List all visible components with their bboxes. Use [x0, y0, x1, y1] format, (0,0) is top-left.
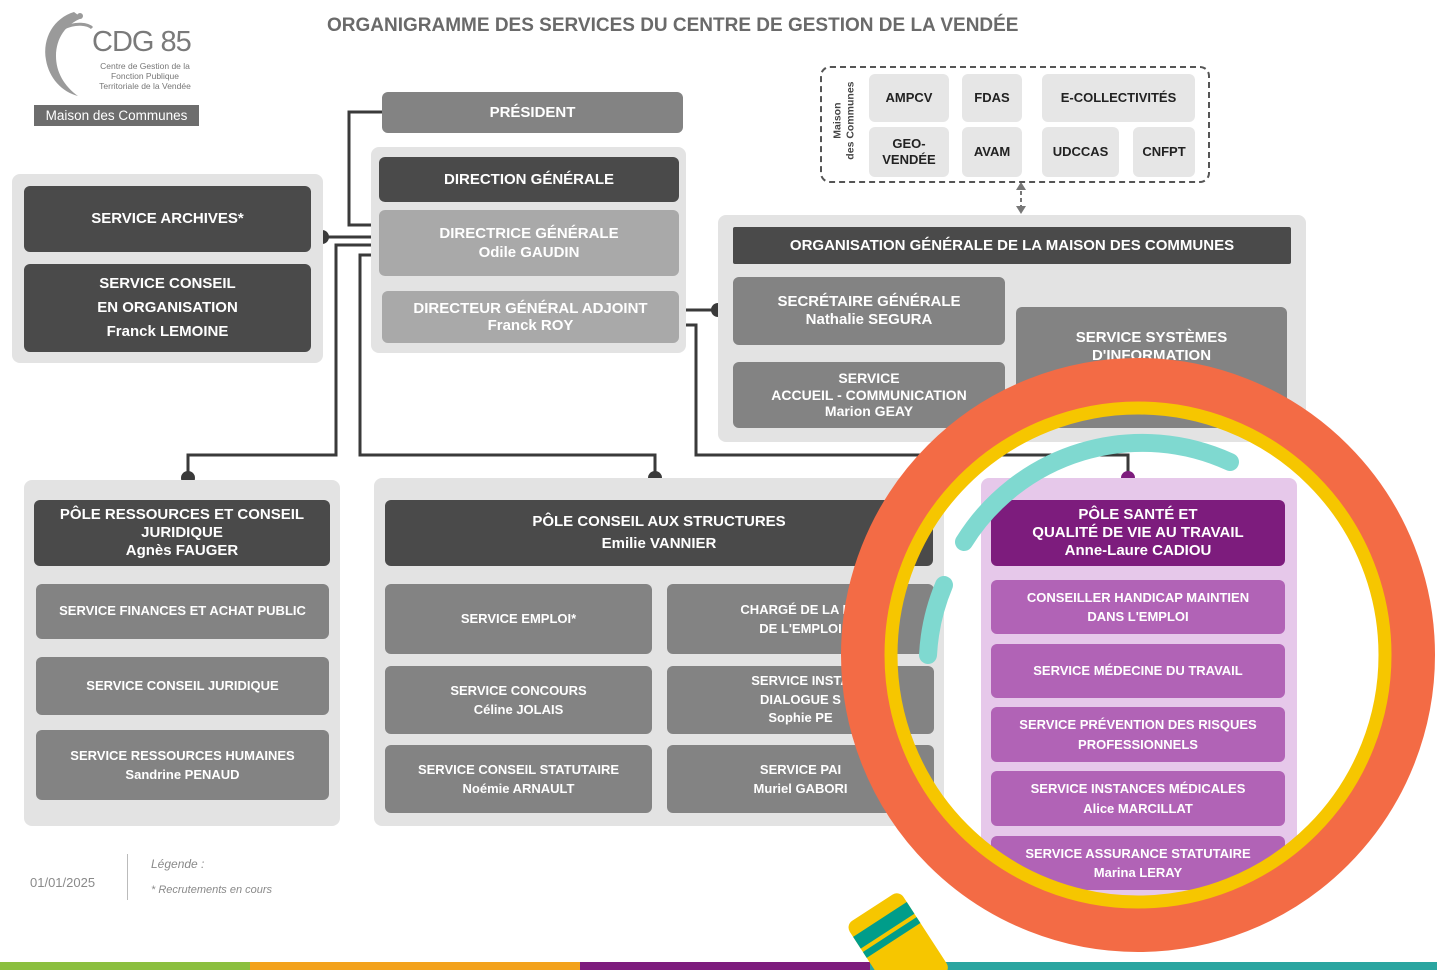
- service-emploi: SERVICE EMPLOI*: [385, 584, 652, 654]
- pole-sante-header: PÔLE SANTÉ ET QUALITÉ DE VIE AU TRAVAIL …: [991, 500, 1285, 566]
- footer-date: 01/01/2025: [30, 875, 96, 890]
- secretaire-generale-box: SECRÉTAIRE GÉNÉRALE Nathalie SEGURA: [733, 277, 1005, 345]
- service-prevention-risques: SERVICE PRÉVENTION DES RISQUES PROFESSIO…: [991, 707, 1285, 762]
- service-ressources-humaines: SERVICE RESSOURCES HUMAINES Sandrine PEN…: [36, 730, 329, 800]
- organisation-header: ORGANISATION GÉNÉRALE DE LA MAISON DES C…: [733, 227, 1291, 264]
- footer-divider: [127, 854, 128, 900]
- service-finances: SERVICE FINANCES ET ACHAT PUBLIC: [36, 584, 329, 639]
- logo-brand: CDG 85: [92, 26, 192, 58]
- logo: CDG 85 Centre de Gestion de la Fonction …: [30, 8, 205, 130]
- logo-swirl-icon: [45, 12, 94, 96]
- legend-title: Légende :: [151, 857, 205, 871]
- bottom-color-bar: [0, 962, 1437, 970]
- conseiller-handicap: CONSEILLER HANDICAP MAINTIEN DANS L'EMPL…: [991, 580, 1285, 634]
- maison-item-avam: AVAM: [962, 127, 1022, 177]
- service-concours: SERVICE CONCOURS Céline JOLAIS: [385, 666, 652, 734]
- maison-des-communes-group: [820, 66, 1210, 183]
- maison-item-udccas: UDCCAS: [1042, 127, 1119, 177]
- service-conseil-organisation: SERVICE CONSEIL EN ORGANISATION Franck L…: [24, 264, 311, 352]
- maison-item-fdas: FDAS: [962, 74, 1022, 122]
- maison-item-ampcv: AMPCV: [869, 74, 949, 122]
- president-box: PRÉSIDENT: [382, 92, 683, 133]
- maison-item-e-collectivites: E-COLLECTIVITÉS: [1042, 74, 1195, 122]
- logo-subtitle: Centre de Gestion de la Fonction Publiqu…: [99, 61, 191, 91]
- charge-promotion-emploi: CHARGÉ DE LA PR DE L'EMPLOI: [667, 584, 934, 654]
- service-instances-medicales: SERVICE INSTANCES MÉDICALES Alice MARCIL…: [991, 771, 1285, 826]
- service-accueil-communication: SERVICE ACCUEIL - COMMUNICATION Marion G…: [733, 362, 1005, 428]
- maison-item-geo-vendee: GEO- VENDÉE: [869, 127, 949, 177]
- legend-text: * Recrutements en cours: [151, 884, 273, 896]
- page-title: ORGANIGRAMME DES SERVICES DU CENTRE DE G…: [327, 15, 1019, 36]
- dga-box: DIRECTEUR GÉNÉRAL ADJOINT Franck ROY: [382, 291, 679, 343]
- direction-header: DIRECTION GÉNÉRALE: [379, 157, 679, 202]
- service-systemes-information: SERVICE SYSTÈMES D'INFORMATION: [1016, 307, 1287, 428]
- service-archives: SERVICE ARCHIVES*: [24, 186, 311, 252]
- service-instances-dialogue: SERVICE INSTA DIALOGUE S Sophie PE: [667, 666, 934, 734]
- maison-label: Maison des Communes: [831, 81, 856, 160]
- pole-structures-header: PÔLE CONSEIL AUX STRUCTURES Emilie VANNI…: [385, 500, 933, 566]
- dg-box: DIRECTRICE GÉNÉRALE Odile GAUDIN: [379, 210, 679, 276]
- service-medecine-travail: SERVICE MÉDECINE DU TRAVAIL: [991, 644, 1285, 698]
- service-paie: SERVICE PAI Muriel GABORI: [667, 745, 934, 813]
- maison-item-cnfpt: CNFPT: [1133, 127, 1195, 177]
- logo-tag: Maison des Communes: [34, 105, 199, 126]
- pole-ressources-header: PÔLE RESSOURCES ET CONSEIL JURIDIQUE Agn…: [34, 500, 330, 566]
- service-conseil-statutaire: SERVICE CONSEIL STATUTAIRE Noémie ARNAUL…: [385, 745, 652, 813]
- service-assurance-statutaire: SERVICE ASSURANCE STATUTAIRE Marina LERA…: [991, 836, 1285, 890]
- service-conseil-juridique: SERVICE CONSEIL JURIDIQUE: [36, 657, 329, 715]
